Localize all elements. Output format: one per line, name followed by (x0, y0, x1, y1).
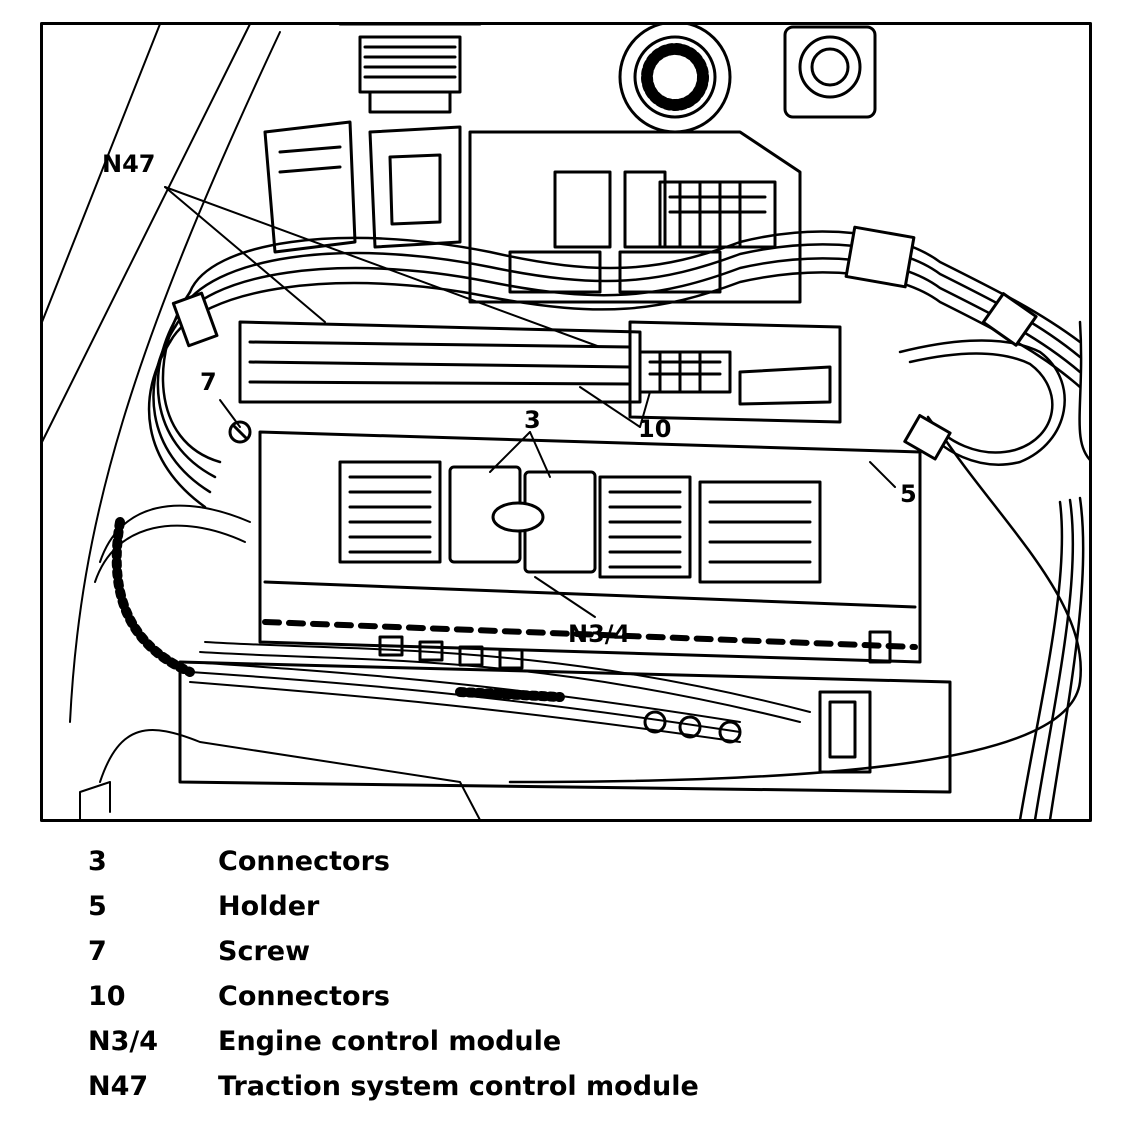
callout-n47: N47 (102, 150, 155, 178)
ecm-connectors-3 (448, 465, 822, 584)
legend-label: Traction system control module (218, 1071, 699, 1102)
callout-7: 7 (200, 368, 217, 396)
legend-label: Engine control module (218, 1026, 562, 1057)
figure-frame (40, 22, 1092, 822)
screw-7 (228, 420, 252, 444)
hose-fitting (338, 22, 482, 114)
reservoir-cap (783, 25, 877, 119)
callout-n3-4: N3/4 (568, 620, 630, 648)
legend-row: N3/4 Engine control module (88, 1022, 788, 1067)
upper-connectors (263, 120, 462, 254)
engine-control-module-n3-4 (258, 430, 922, 664)
legend-label: Screw (218, 936, 311, 967)
callout-3: 3 (524, 406, 541, 434)
lower-module (178, 660, 952, 794)
relay-box (468, 130, 802, 304)
legend-key: N47 (88, 1071, 149, 1102)
legend-key: 5 (88, 891, 107, 922)
callout-leaders (164, 186, 896, 618)
round-connector (618, 22, 732, 134)
lower-ecm-tabs (378, 630, 892, 670)
legend-row: 3 Connectors (88, 842, 788, 887)
lower-wiring-bundle (94, 504, 811, 743)
legend-label: Connectors (218, 981, 390, 1012)
legend-row: N47 Traction system control module (88, 1067, 788, 1112)
legend-row: 5 Holder (88, 887, 788, 932)
legend-row: 7 Screw (88, 932, 788, 977)
legend-key: 3 (88, 846, 107, 877)
cable-clips (171, 225, 1038, 461)
legend-row: 10 Connectors (88, 977, 788, 1022)
traction-control-module-n47 (238, 320, 842, 424)
wiring-harness-loop (147, 230, 1092, 822)
legend-key: 7 (88, 936, 107, 967)
legend: 3 Connectors 5 Holder 7 Screw 10 Connect… (88, 842, 788, 1112)
legend-label: Holder (218, 891, 320, 922)
callout-5: 5 (900, 480, 917, 508)
engine-compartment-illustration: N47 7 3 10 5 N3/4 (40, 22, 1092, 822)
left-body-panel (41, 23, 481, 821)
callout-10: 10 (638, 415, 671, 443)
legend-label: Connectors (218, 846, 390, 877)
legend-key: N3/4 (88, 1026, 159, 1057)
legend-key: 10 (88, 981, 126, 1012)
